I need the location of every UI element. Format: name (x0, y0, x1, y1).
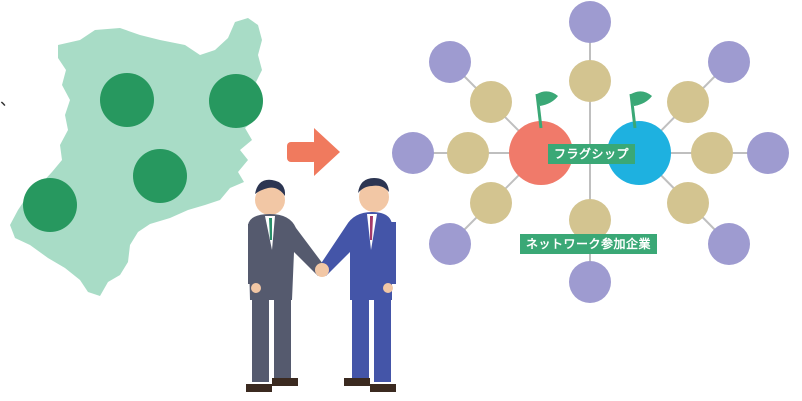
outer-node (708, 41, 750, 83)
network-label: ネットワーク参加企業 (520, 234, 658, 254)
flagship-label: フラグシップ (548, 144, 636, 164)
region-dot (100, 73, 154, 127)
flag-icon (535, 91, 558, 129)
inner-node (667, 182, 709, 224)
outer-nodes (392, 1, 789, 303)
flagship-node-left (509, 121, 573, 185)
outer-node (569, 1, 611, 43)
outer-node (392, 132, 434, 174)
inner-node (667, 81, 709, 123)
flagship-node-right (607, 121, 671, 185)
inner-node (691, 132, 733, 174)
inner-node (470, 182, 512, 224)
outer-node (708, 223, 750, 265)
inner-node (569, 199, 611, 241)
clasped-hands (315, 263, 329, 277)
region-map (10, 18, 263, 296)
right-arrow-icon (287, 128, 340, 176)
map-shape (10, 18, 262, 296)
handshake-illustration (246, 178, 396, 392)
inner-nodes (447, 60, 733, 241)
region-dot (209, 74, 263, 128)
outer-node (747, 132, 789, 174)
inner-node (470, 81, 512, 123)
inner-node (447, 132, 489, 174)
outer-node (429, 41, 471, 83)
left-businessman (246, 179, 326, 392)
flag-icon (629, 91, 652, 129)
region-dot (23, 178, 77, 232)
right-businessman (318, 178, 396, 392)
outer-node (569, 261, 611, 303)
region-dot (133, 149, 187, 203)
outer-node (429, 223, 471, 265)
edge-glyph: 、 (0, 90, 17, 109)
inner-node (569, 60, 611, 102)
